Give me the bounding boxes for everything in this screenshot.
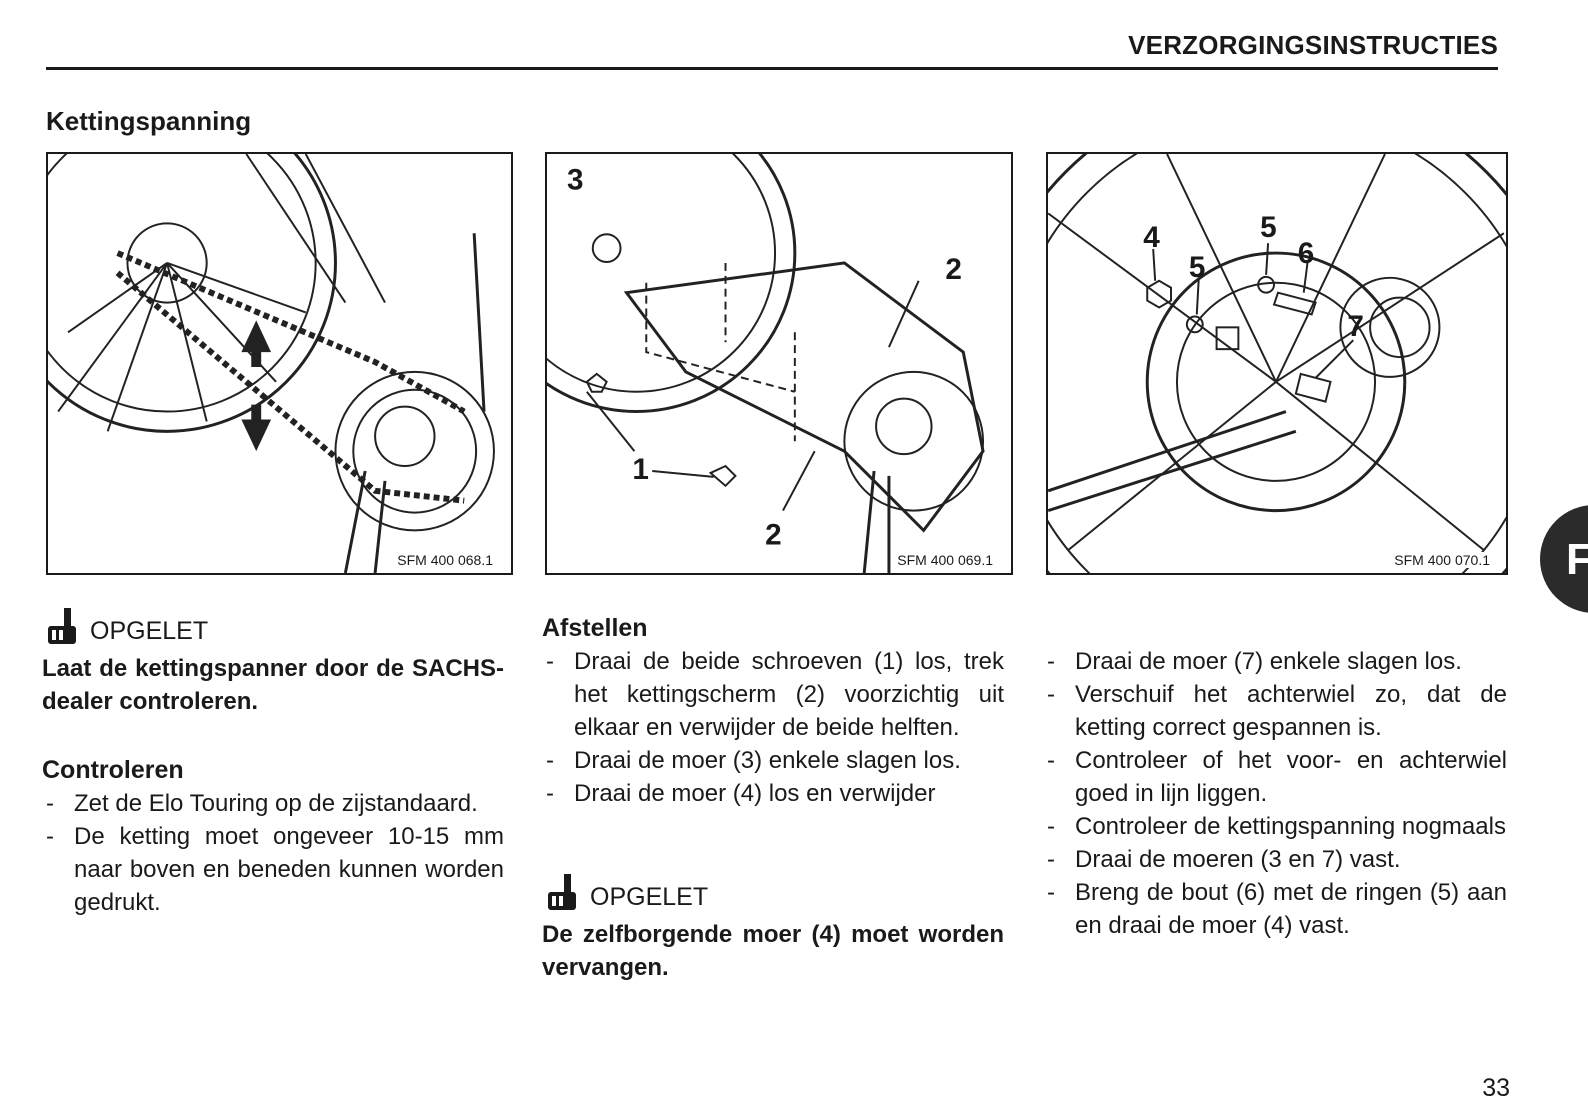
figure-chain-guard: 3 2 1 2 SFM 400 069.1: [545, 152, 1013, 575]
figure-rear-axle: 4 5 5 6 7 SFM 400 070.1: [1046, 152, 1508, 575]
steps-afstellen: Draai de beide schroeven (1) los, trek h…: [542, 645, 1004, 810]
subtitle-afstellen: Afstellen: [542, 614, 648, 642]
list-item: Draai de moer (7) enkele slagen los.: [1043, 645, 1507, 678]
header-rule: [46, 67, 1498, 70]
warning-heading: OPGELET: [42, 606, 504, 648]
column-2: Afstellen Draai de beide schroeven (1) l…: [542, 612, 1004, 984]
list-item: De ketting moet ongeveer 10-15 mm naar b…: [42, 820, 504, 919]
list-item: Draai de moer (4) los en verwijder: [542, 777, 1004, 810]
list-item: Draai de moeren (3 en 7) vast.: [1043, 843, 1507, 876]
list-item: Verschuif het achterwiel zo, dat de kett…: [1043, 678, 1507, 744]
list-item: Draai de moer (3) enkele slagen los.: [542, 744, 1004, 777]
steps-continued: Draai de moer (7) enkele slagen los. Ver…: [1043, 645, 1507, 942]
warning-heading: OPGELET: [542, 872, 1004, 914]
warning-label: OPGELET: [590, 883, 709, 911]
chain-guard-illustration: 3 2 1 2: [547, 154, 985, 573]
language-tab: F: [1540, 505, 1588, 613]
warning-text: Laat de kettingspanner door de SACHS-dea…: [42, 655, 504, 715]
rear-axle-illustration: 4 5 5 6 7: [1048, 154, 1506, 573]
warning-label: OPGELET: [90, 617, 209, 645]
figure-code: SFM 400 068.1: [395, 552, 495, 568]
warning-text: De zelfborgende moer (4) moet worden ver…: [542, 921, 1004, 981]
figure-code: SFM 400 069.1: [895, 552, 995, 568]
hand-pointing-icon: [548, 874, 576, 910]
callout-7: 7: [1347, 310, 1364, 343]
chain-illustration: [48, 154, 495, 573]
callout-5-left: 5: [1189, 251, 1206, 284]
language-tab-letter: F: [1566, 535, 1588, 584]
callout-3: 3: [567, 164, 584, 197]
subtitle-controleren: Controleren: [42, 756, 184, 784]
list-item: Controleer of het voor- en achterwiel go…: [1043, 744, 1507, 810]
list-item: Zet de Elo Touring op de zijstandaard.: [42, 787, 504, 820]
hand-pointing-icon: [48, 608, 76, 644]
header-title: VERZORGINGSINSTRUCTIES: [1128, 30, 1498, 60]
callout-5-right: 5: [1260, 211, 1277, 244]
steps-controleren: Zet de Elo Touring op de zijstandaard. D…: [42, 787, 504, 919]
figure-chain-tension: SFM 400 068.1: [46, 152, 513, 575]
page-number: 33: [1482, 1074, 1510, 1102]
callout-2-top: 2: [945, 253, 962, 286]
list-item: Controleer de kettingspanning nogmaals: [1043, 810, 1507, 843]
callout-4: 4: [1143, 221, 1160, 254]
callout-1: 1: [632, 453, 649, 486]
list-item: Draai de beide schroeven (1) los, trek h…: [542, 645, 1004, 744]
callout-2-bottom: 2: [765, 518, 782, 551]
column-1: OPGELET Laat de kettingspanner door de S…: [42, 606, 504, 919]
section-title: Kettingspanning: [46, 106, 252, 136]
callout-6: 6: [1298, 237, 1315, 270]
list-item: Breng de bout (6) met de ringen (5) aan …: [1043, 876, 1507, 942]
column-3: Draai de moer (7) enkele slagen los. Ver…: [1043, 645, 1507, 942]
figure-code: SFM 400 070.1: [1392, 552, 1492, 568]
